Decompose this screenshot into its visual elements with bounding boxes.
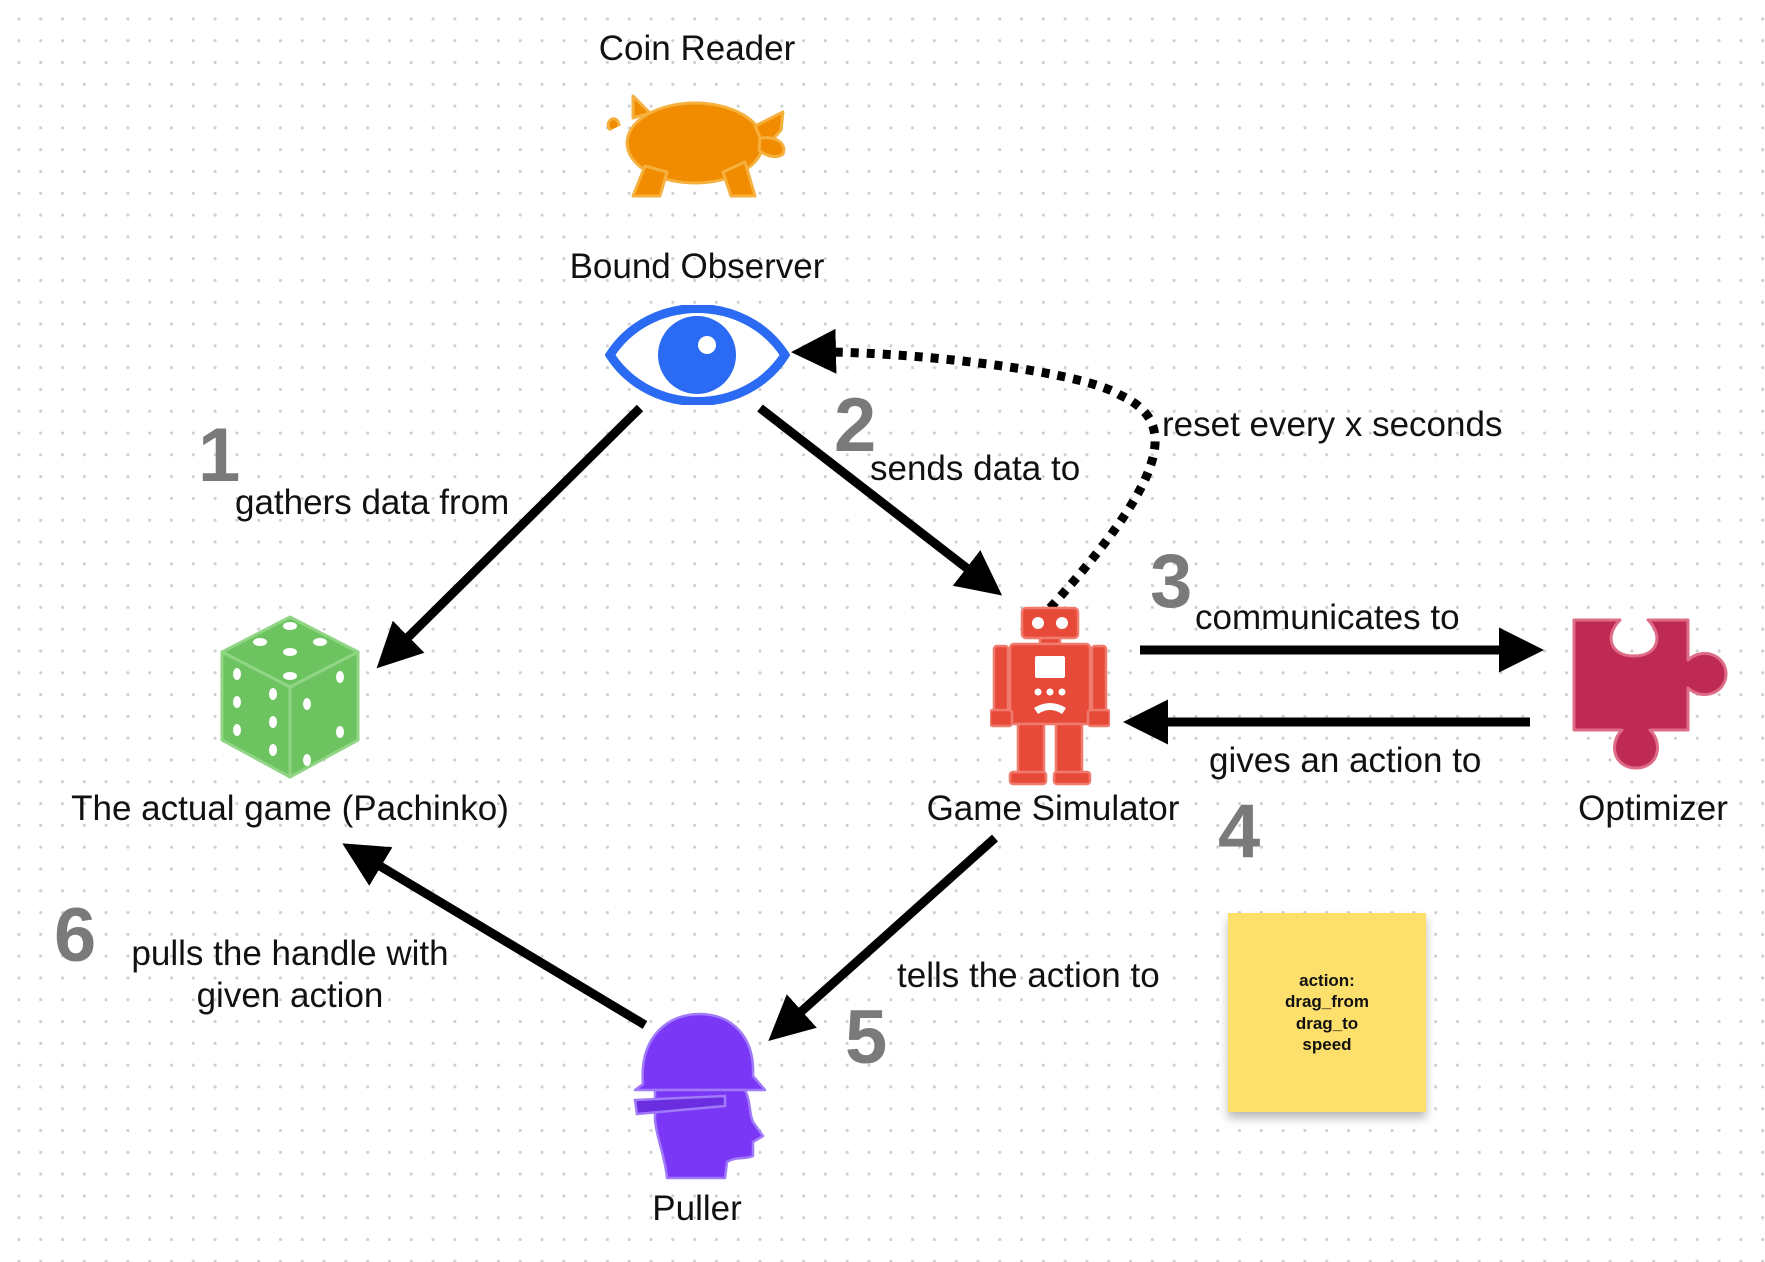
bound-observer-label: Bound Observer — [569, 247, 825, 286]
game-simulator-label: Game Simulator — [926, 789, 1180, 828]
edge-label-sends-data: sends data to — [870, 449, 1081, 488]
hard-hat-worker-icon — [633, 1012, 767, 1180]
dotted-arrow-simulator-to-observer — [791, 328, 1160, 612]
step-number-3: 3 — [1150, 539, 1193, 624]
step-number-2: 2 — [834, 383, 877, 468]
puzzle-piece-icon — [1572, 618, 1728, 770]
arrow-puller-to-game — [342, 843, 648, 1029]
step-number-1: 1 — [198, 413, 241, 498]
dice-icon — [220, 615, 360, 779]
actual-game-label: The actual game (Pachinko) — [71, 789, 509, 828]
robot-icon — [990, 606, 1110, 786]
puller-label: Puller — [652, 1189, 742, 1228]
piggy-bank-icon — [606, 94, 786, 198]
step-number-4: 4 — [1218, 789, 1261, 874]
edge-label-pulls-handle: pulls the handle with given action — [131, 934, 449, 1015]
optimizer-label: Optimizer — [1578, 789, 1728, 828]
coin-reader-label: Coin Reader — [598, 29, 796, 68]
edge-label-tells-action: tells the action to — [897, 956, 1160, 995]
step-number-5: 5 — [845, 995, 888, 1080]
edge-label-gives-action: gives an action to — [1209, 741, 1482, 780]
arrow-observer-to-simulator — [757, 404, 1003, 596]
edge-label-gathers-data: gathers data from — [235, 483, 510, 522]
arrow-observer-to-game — [376, 404, 644, 669]
step-number-6: 6 — [54, 893, 97, 978]
sticky-note-text: action: drag_from drag_to speed — [1284, 971, 1370, 1054]
edge-label-communicates: communicates to — [1195, 598, 1460, 637]
arrow-simulator-to-puller — [768, 834, 999, 1042]
edge-label-reset: reset every x seconds — [1162, 405, 1503, 444]
sticky-note[interactable]: action: drag_from drag_to speed — [1228, 913, 1426, 1112]
eye-icon — [605, 305, 790, 405]
